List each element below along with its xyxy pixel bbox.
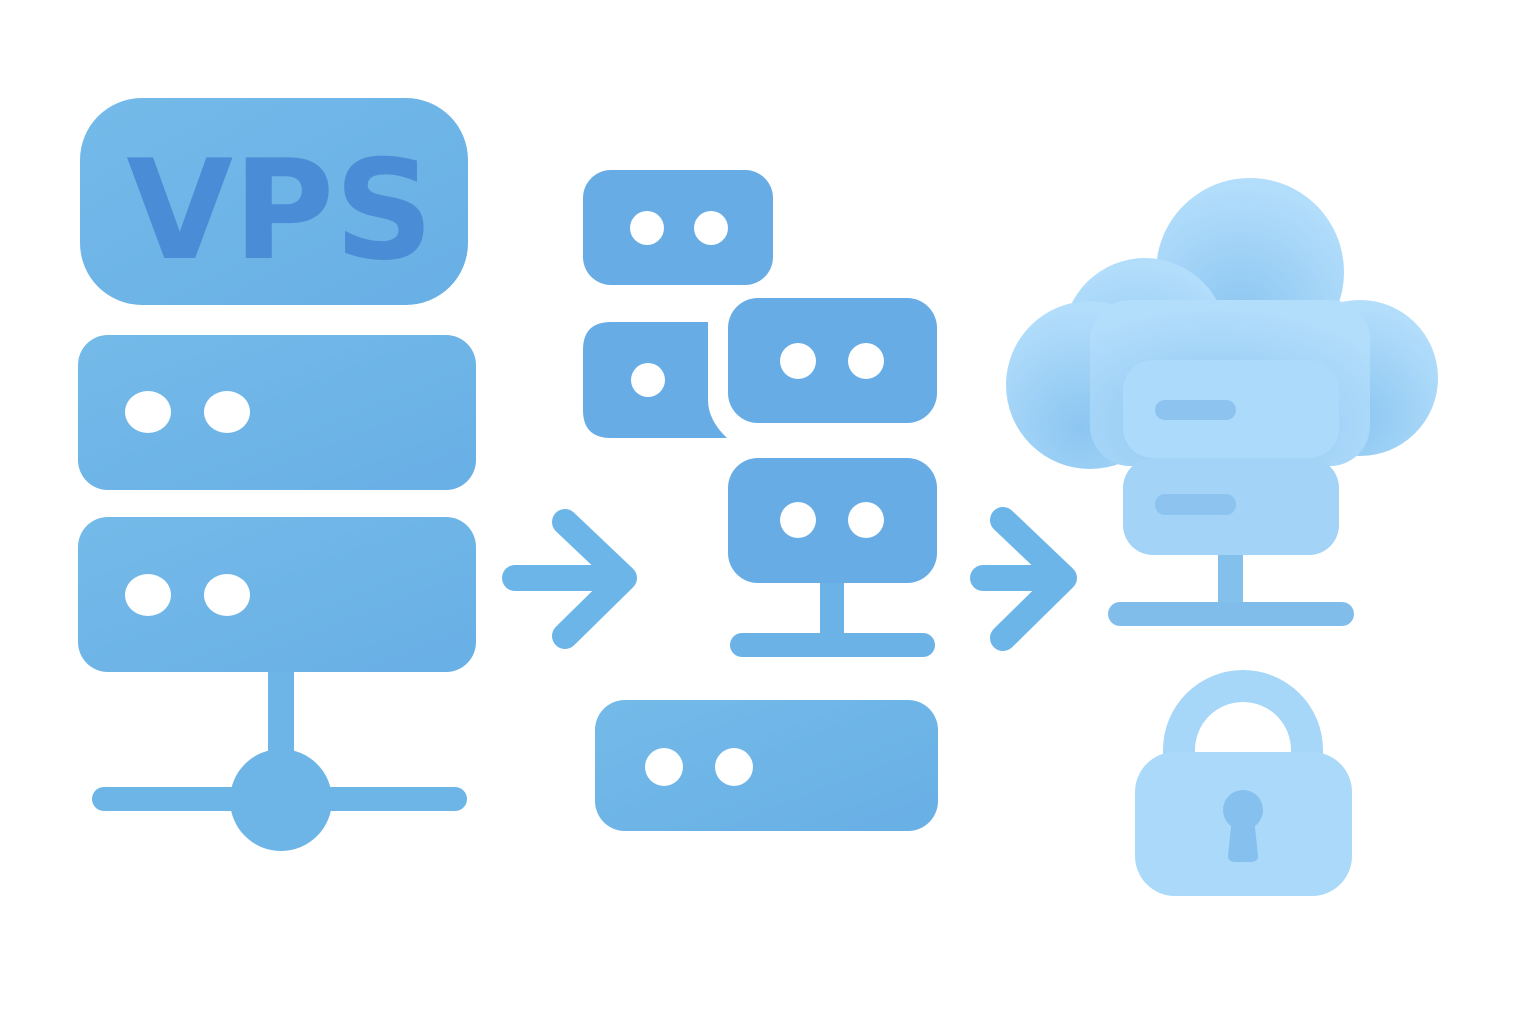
server-unit <box>728 298 937 423</box>
network-node-icon <box>92 672 467 851</box>
vps-server-stack-icon: VPS <box>78 98 476 851</box>
cloud-server-icon <box>1006 178 1438 626</box>
padlock-icon <box>1135 670 1352 896</box>
vps-label: VPS <box>126 130 433 291</box>
server-unit <box>583 170 773 285</box>
server-unit <box>1123 458 1339 555</box>
server-unit <box>78 335 476 490</box>
arrow-right-icon <box>970 507 1077 651</box>
chat-bubble-server <box>583 322 727 438</box>
distributed-servers-icon <box>583 170 938 831</box>
arrow-right-icon <box>502 509 637 649</box>
vps-label-box <box>80 98 468 305</box>
networked-server <box>728 458 937 657</box>
server-unit <box>1123 360 1339 458</box>
server-unit <box>595 700 938 831</box>
server-unit <box>78 517 476 672</box>
